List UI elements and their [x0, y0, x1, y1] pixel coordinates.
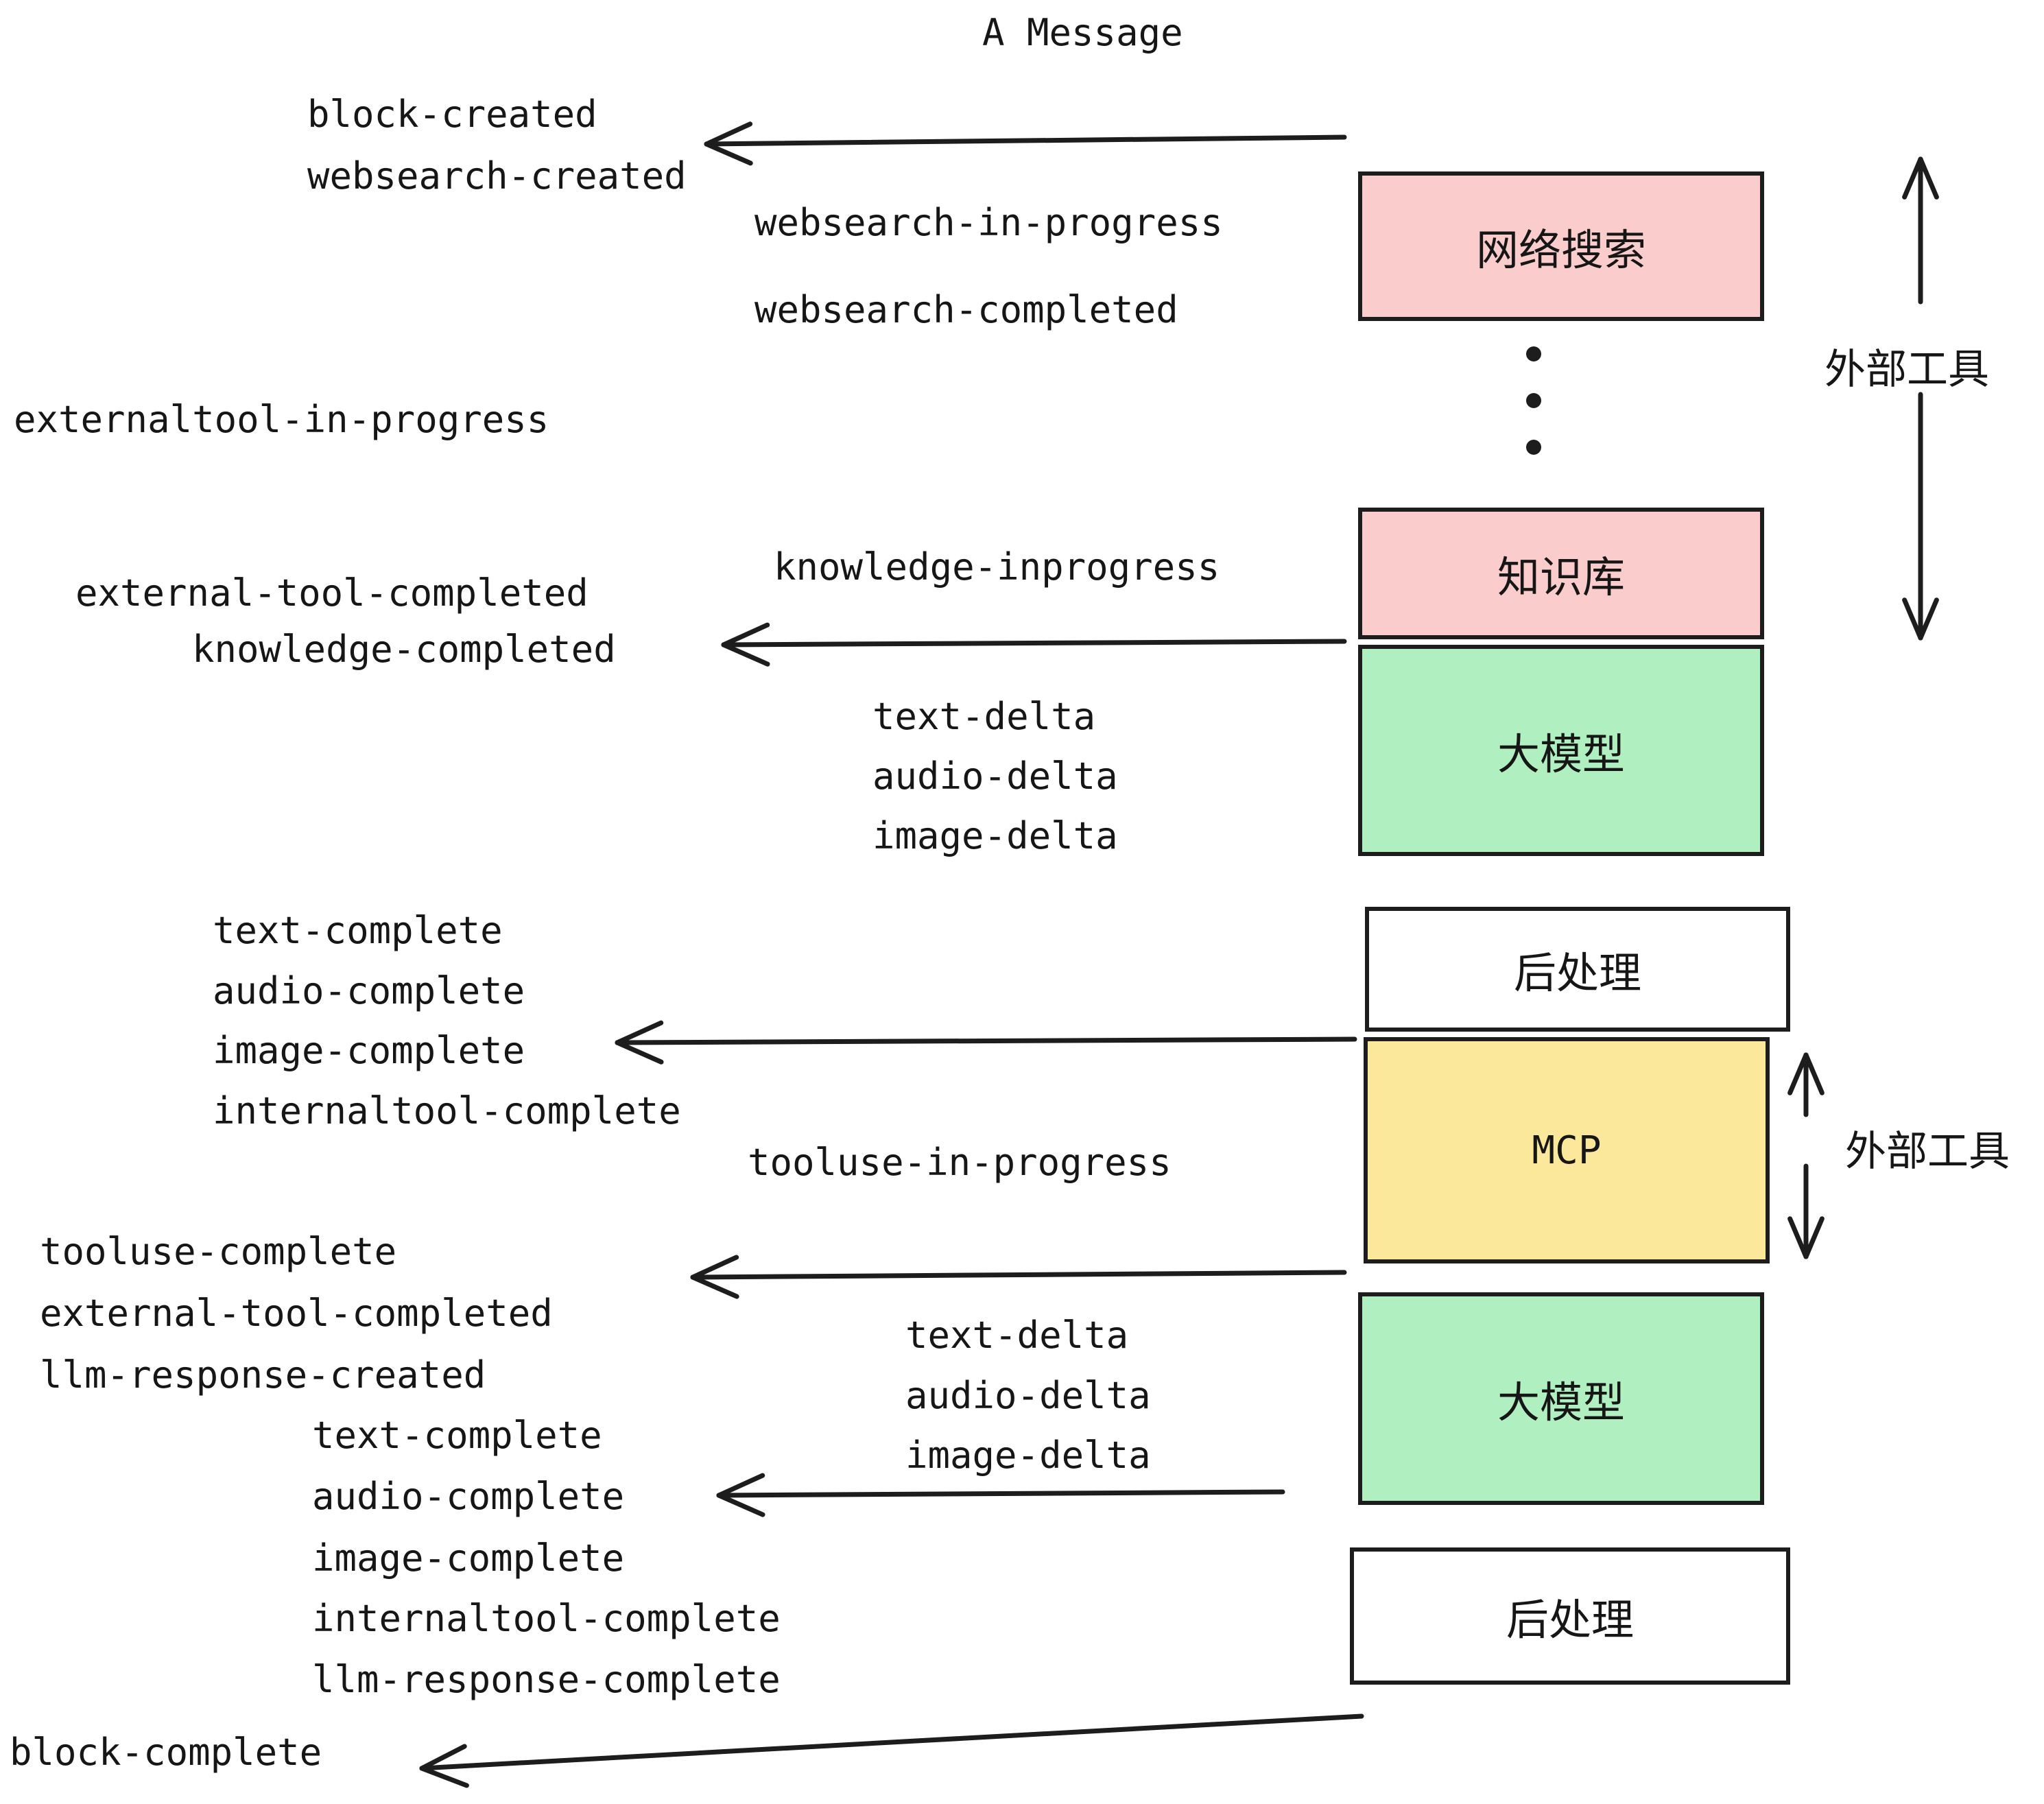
node-label-websearch: 网络搜索 — [1475, 225, 1646, 275]
ext-tools-arrow-up-top — [1902, 156, 1939, 305]
ellipsis-dot — [1526, 440, 1541, 455]
node-knowledge[interactable]: 知识库 — [1358, 508, 1764, 639]
node-mcp[interactable]: MCP — [1364, 1037, 1770, 1263]
event-label-image-delta-2: image-delta — [905, 1434, 1151, 1477]
event-label-text-delta-1: text-delta — [872, 695, 1096, 738]
event-label-block-created: block-created — [307, 93, 597, 136]
ellipsis-dot — [1526, 393, 1541, 408]
event-label-internaltool-complete-2: internaltool-complete — [312, 1597, 781, 1640]
event-label-internaltool-complete-1: internaltool-complete — [213, 1089, 681, 1132]
node-postproc-2[interactable]: 后处理 — [1350, 1547, 1790, 1685]
event-label-knowledge-inprogress: knowledge-inprogress — [774, 545, 1220, 589]
ext-tools-arrow-down-top — [1902, 392, 1939, 641]
event-label-audio-complete-1: audio-complete — [213, 969, 525, 1012]
node-postproc-1[interactable]: 后处理 — [1365, 907, 1790, 1032]
event-label-websearch-in-progress: websearch-in-progress — [754, 201, 1223, 244]
event-label-image-complete-1: image-complete — [213, 1029, 525, 1072]
group-label-ext-tools-top: 外部工具 — [1825, 346, 1989, 394]
event-label-text-complete-1: text-complete — [213, 909, 503, 952]
node-label-postproc-1: 后处理 — [1513, 948, 1641, 998]
arrow-image-complete — [615, 1020, 1357, 1065]
arrow-knowledge-done — [721, 622, 1347, 667]
node-label-postproc-2: 后处理 — [1506, 1595, 1634, 1645]
node-label-mcp: MCP — [1532, 1128, 1602, 1173]
node-label-llm-2: 大模型 — [1497, 1377, 1625, 1427]
event-label-image-delta-1: image-delta — [872, 814, 1118, 857]
arrow-audio-complete — [716, 1473, 1285, 1517]
node-label-knowledge: 知识库 — [1497, 552, 1625, 602]
event-label-text-delta-2: text-delta — [905, 1314, 1129, 1357]
event-label-image-complete-2: image-complete — [312, 1536, 625, 1580]
arrow-block-complete — [419, 1713, 1364, 1788]
event-label-audio-complete-2: audio-complete — [312, 1475, 625, 1518]
event-label-audio-delta-2: audio-delta — [905, 1374, 1151, 1417]
arrow-tooluse-complete — [690, 1255, 1347, 1299]
event-label-llm-response-complete: llm-response-complete — [312, 1658, 781, 1701]
event-label-externaltool-in-progress: externaltool-in-progress — [14, 398, 549, 441]
ext-tools-arrow-down-bot — [1787, 1163, 1825, 1259]
event-label-knowledge-completed: knowledge-completed — [192, 628, 616, 671]
event-label-external-tool-completed-1: external-tool-completed — [75, 571, 589, 615]
event-label-websearch-completed: websearch-completed — [754, 288, 1178, 331]
event-label-block-complete: block-complete — [10, 1731, 322, 1774]
arrow-block-created — [704, 121, 1347, 166]
vertical-ellipsis-icon — [1526, 346, 1541, 486]
event-label-websearch-created: websearch-created — [307, 154, 687, 198]
ellipsis-dot — [1526, 346, 1541, 361]
event-label-external-tool-completed-2: external-tool-completed — [40, 1292, 553, 1335]
event-label-text-complete-2: text-complete — [312, 1414, 602, 1457]
event-label-llm-response-created: llm-response-created — [40, 1353, 486, 1397]
node-websearch[interactable]: 网络搜索 — [1358, 171, 1764, 321]
event-label-tooluse-complete: tooluse-complete — [40, 1230, 397, 1273]
node-llm-2[interactable]: 大模型 — [1358, 1292, 1764, 1505]
group-label-ext-tools-bottom: 外部工具 — [1845, 1128, 2010, 1176]
node-label-llm-1: 大模型 — [1497, 729, 1625, 779]
event-label-tooluse-in-progress: tooluse-in-progress — [748, 1141, 1172, 1184]
page-title: A Message — [982, 11, 1183, 54]
ext-tools-arrow-up-bot — [1787, 1052, 1825, 1117]
node-llm-1[interactable]: 大模型 — [1358, 645, 1764, 856]
event-label-audio-delta-1: audio-delta — [872, 755, 1118, 798]
